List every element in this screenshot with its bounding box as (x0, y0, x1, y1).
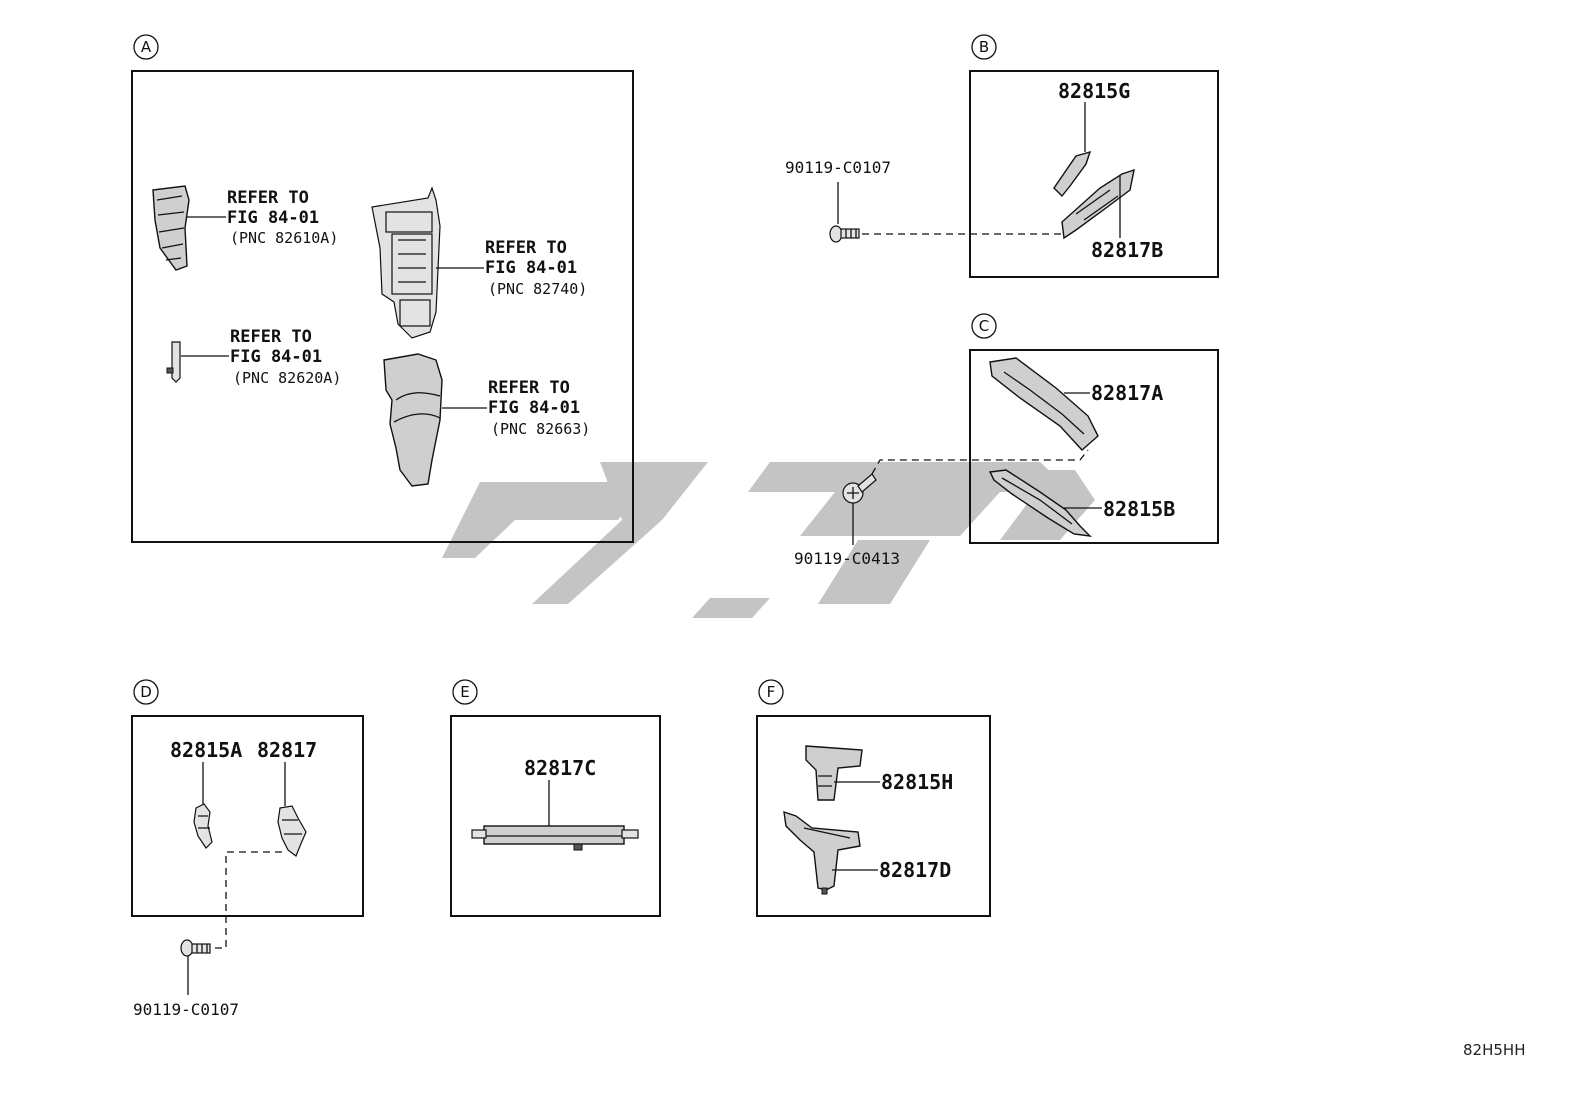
watermark-logo (442, 462, 1095, 618)
section-f-marker (758, 679, 784, 705)
section-d: D 82815A 82817 90119-C0107 (131, 679, 364, 1019)
part-illustration-lamp-housing (371, 186, 441, 339)
part-82817c-label: 82817C (524, 756, 596, 780)
section-b: B 82815G 82817B 90119-C0107 (785, 34, 1219, 278)
section-c-letter: C (979, 317, 989, 335)
part-illustration-clip-82817 (277, 805, 307, 857)
section-a-marker (133, 34, 159, 60)
part-82817b-label: 82817B (1091, 238, 1163, 262)
ref-2-pnc: (PNC 82740) (488, 280, 587, 298)
part-82815a-label: 82815A (170, 738, 242, 762)
ref-4-pnc: (PNC 82663) (491, 420, 590, 438)
ref-2-line2: FIG 84-01 (485, 258, 577, 278)
part-82815g-label: 82815G (1058, 79, 1130, 103)
section-a: A REFER TO FIG 84-01 (PNC 82610A) REFER … (131, 34, 634, 543)
part-illustration-bracket-82817b (1061, 168, 1135, 240)
ref-3-pnc: (PNC 82620A) (233, 369, 341, 387)
section-f: F 82815H 82817D (756, 679, 991, 917)
section-c-frame (969, 349, 1219, 544)
part-illustration-lamp-lens (383, 353, 443, 487)
section-d-marker (133, 679, 159, 705)
ref-4-line1: REFER TO (488, 378, 570, 398)
part-82815h-label: 82815H (881, 770, 953, 794)
section-b-frame (969, 70, 1219, 278)
drawing-code: 82H5HH (1463, 1041, 1525, 1059)
section-b-marker (971, 34, 997, 60)
ref-3-line1: REFER TO (230, 327, 312, 347)
part-illustration-panel-82815b (988, 469, 1092, 537)
part-illustration-rail-82817c (471, 825, 639, 851)
ref-4-line2: FIG 84-01 (488, 398, 580, 418)
bolt-icon (829, 225, 860, 243)
section-e-frame (450, 715, 661, 917)
part-illustration-small-bracket (166, 341, 181, 383)
section-c: C 82817A 82815B 90119-C0413 (794, 313, 1219, 568)
ref-1-pnc: (PNC 82610A) (230, 229, 338, 247)
section-c-marker (971, 313, 997, 339)
section-a-letter: A (141, 38, 152, 56)
bolt-d-label: 90119-C0107 (133, 1000, 239, 1019)
part-82817d-label: 82817D (879, 858, 951, 882)
ref-2-line1: REFER TO (485, 238, 567, 258)
ref-3-line2: FIG 84-01 (230, 347, 322, 367)
part-illustration-bracket-82815g (1053, 150, 1092, 198)
part-illustration-clip-82815a (193, 803, 213, 849)
part-illustration-clip-82815h (805, 745, 863, 801)
section-e-marker (452, 679, 478, 705)
section-b-letter: B (979, 38, 989, 56)
ref-1-line1: REFER TO (227, 188, 309, 208)
section-d-letter: D (140, 683, 152, 701)
bolt-b-label: 90119-C0107 (785, 158, 891, 177)
part-illustration-panel-82817a (989, 357, 1099, 451)
section-f-letter: F (767, 683, 776, 701)
part-illustration-trim-panel (152, 185, 190, 271)
section-d-frame (131, 715, 364, 917)
bolt-icon (180, 939, 211, 957)
ref-1-line2: FIG 84-01 (227, 208, 319, 228)
part-82817-label: 82817 (257, 738, 317, 762)
part-82815b-label: 82815B (1103, 497, 1175, 521)
section-a-frame (131, 70, 634, 543)
bolt-icon (842, 473, 877, 504)
section-e: E 82817C (450, 679, 661, 917)
section-e-letter: E (460, 683, 469, 701)
part-illustration-clip-82817d (783, 810, 861, 895)
bolt-c-label: 90119-C0413 (794, 549, 900, 568)
part-82817a-label: 82817A (1091, 381, 1163, 405)
dashed-assembly-line (212, 851, 282, 949)
dashed-assembly-line (871, 449, 1089, 475)
section-f-frame (756, 715, 991, 917)
